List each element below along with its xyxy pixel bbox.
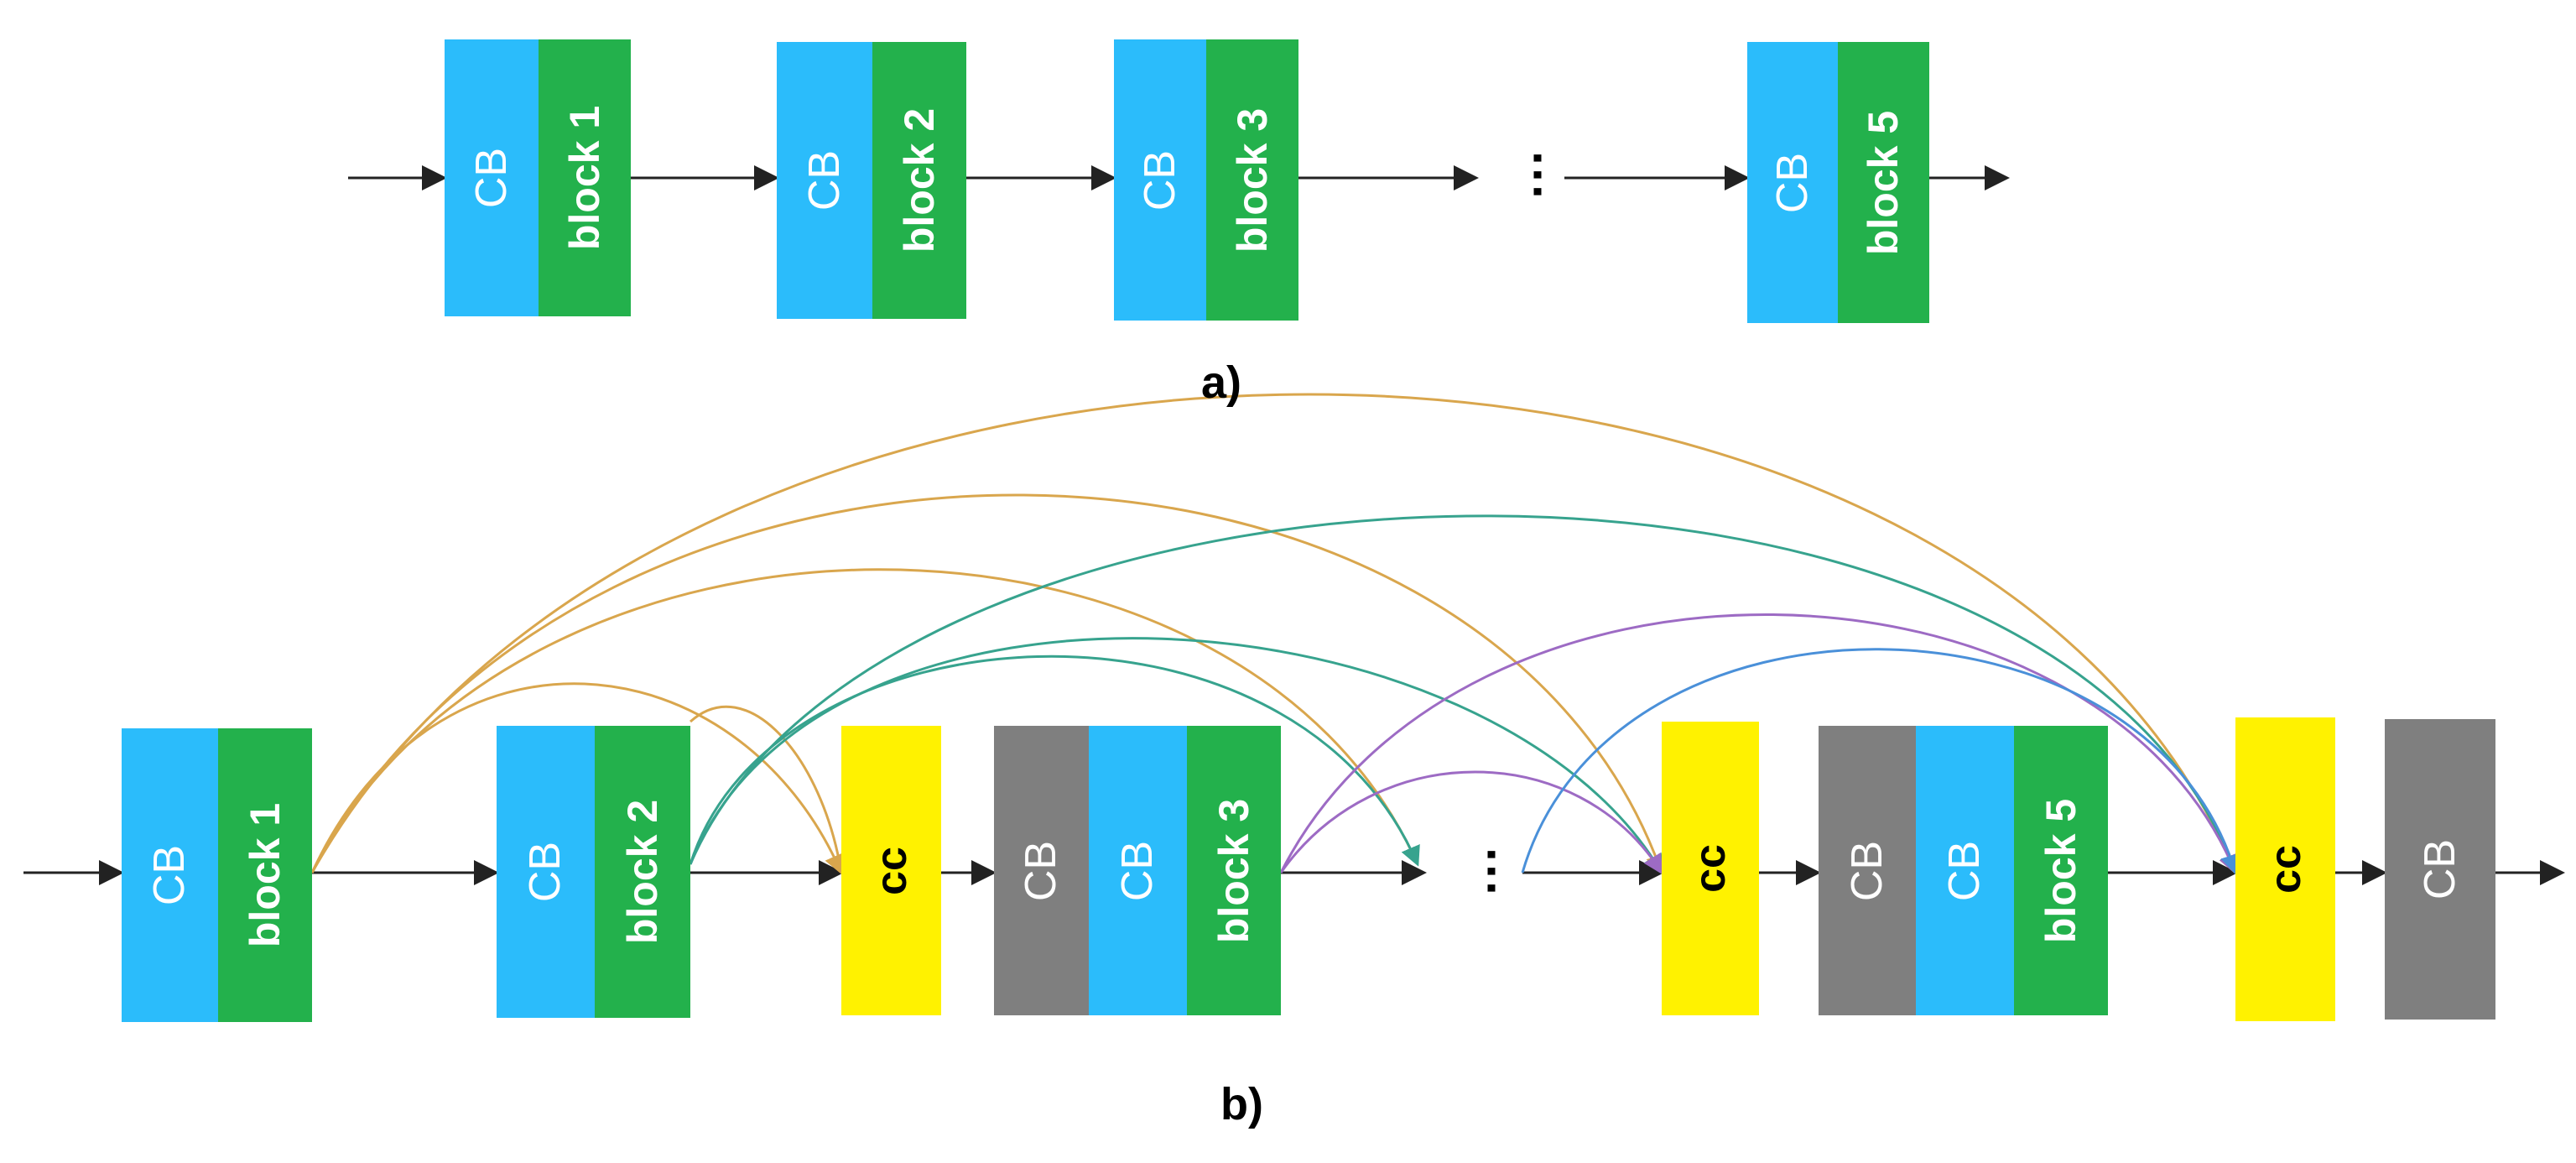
a-stage-5-block-label: block 5: [1860, 110, 1907, 255]
b-stage-1-block: block 1: [218, 728, 312, 1022]
b-stage-1-cb-label: CB: [145, 844, 195, 906]
a-stage-3-cb: CB: [1114, 39, 1206, 321]
b-ellipsis: ···: [1463, 847, 1520, 898]
b-stage-2-cb: CB: [497, 726, 595, 1018]
b-stage-5-cb-label: CB: [1940, 840, 1990, 901]
a-stage-5-cb: CB: [1747, 42, 1838, 323]
b-stage-3-cb-gray: CB: [994, 726, 1089, 1015]
b-stage-2-block-label: block 2: [619, 799, 667, 945]
arc-dots-to-cc3: [1521, 648, 2240, 875]
b-cc-2: cc: [1662, 722, 1759, 1015]
a-stage-1-block: block 1: [539, 39, 631, 316]
b-stage-1-cb: CB: [122, 728, 218, 1022]
b-cc-3: cc: [2235, 717, 2335, 1021]
a-stage-2-cb: CB: [777, 42, 872, 319]
b-stage-5-cb-gray-label: CB: [1843, 840, 1892, 901]
a-stage-2-cb-label: CB: [800, 149, 849, 211]
arc-b2-to-cc1: [690, 705, 843, 874]
a-stage-1-cb-label: CB: [467, 147, 516, 209]
b-stage-3-cb-gray-label: CB: [1017, 840, 1066, 901]
a-stage-1-cb: CB: [445, 39, 539, 316]
arcs-from-block-1: [310, 393, 2239, 875]
a-stage-2-block: block 2: [872, 42, 966, 319]
b-cc-1-label: cc: [866, 846, 916, 895]
b-stage-5-cb: CB: [1916, 726, 2014, 1015]
b-stage-5-cb-gray: CB: [1819, 726, 1916, 1015]
b-stage-5-block-label: block 5: [2037, 798, 2085, 943]
arc-b2-to-dots: [689, 655, 1420, 867]
b-final-cb-gray: CB: [2385, 719, 2495, 1020]
diagram-b-label: b): [1220, 1079, 1263, 1129]
b-stage-2-cb-label: CB: [521, 841, 570, 903]
a-stage-5-cb-label: CB: [1768, 152, 1817, 213]
arcs-teal-block-2: [689, 514, 2240, 875]
arc-b3-to-cc3: [1279, 613, 2239, 875]
b-stage-5-block: block 5: [2014, 726, 2108, 1015]
a-stage-3-block: block 3: [1206, 39, 1298, 321]
a-ellipsis: ···: [1509, 151, 1566, 201]
b-cc-1: cc: [841, 726, 941, 1015]
arc-b1-to-cc3: [310, 393, 2239, 875]
arc-b2-to-cc3: [689, 514, 2240, 875]
arcs-purple-block-3: [1279, 613, 2239, 875]
b-stage-3-block-label: block 3: [1210, 798, 1258, 943]
arc-b3-to-cc2: [1279, 770, 1663, 875]
a-stage-3-cb-label: CB: [1136, 149, 1184, 211]
b-stage-3-block: block 3: [1187, 726, 1281, 1015]
a-stage-3-block-label: block 3: [1229, 107, 1277, 253]
a-stage-1-block-label: block 1: [561, 105, 609, 251]
arc-b1-to-cc2: [310, 493, 1666, 875]
diagram-a-label: a): [1201, 357, 1242, 408]
b-stage-3-cb-label: CB: [1113, 840, 1163, 901]
b-stage-1-block-label: block 1: [242, 802, 289, 948]
b-cc-2-label: cc: [1686, 844, 1735, 893]
arc-b2-to-cc2: [689, 637, 1663, 875]
arcs-from-block-2: [690, 705, 843, 874]
a-stage-5-block: block 5: [1838, 42, 1929, 323]
b-stage-3-cb: CB: [1089, 726, 1187, 1015]
b-cc-3-label: cc: [2261, 845, 2310, 894]
a-stage-2-block-label: block 2: [896, 107, 944, 253]
b-final-cb-gray-label: CB: [2416, 838, 2464, 900]
b-stage-2-block: block 2: [595, 726, 690, 1018]
arcs-blue-dots: [1521, 648, 2240, 875]
arc-b1-to-dots: [310, 568, 1419, 874]
